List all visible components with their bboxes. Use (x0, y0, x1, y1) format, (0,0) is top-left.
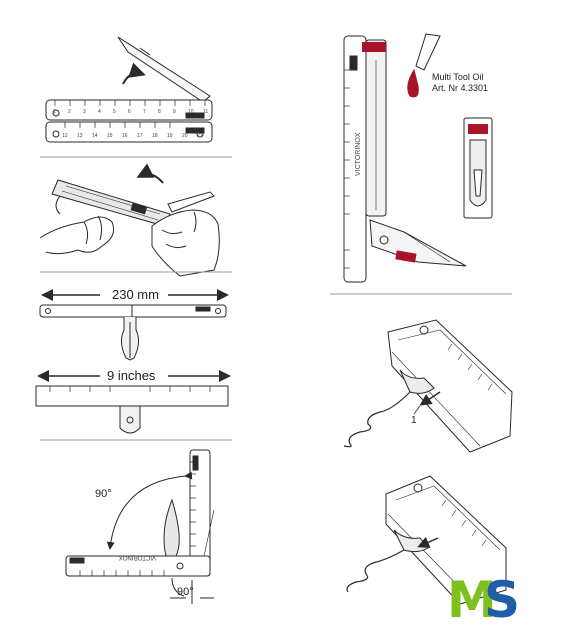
angle-label-upper: 90° (95, 488, 112, 500)
corkscrew-icon (343, 391, 411, 448)
ruler-number-bottom: 14 (92, 133, 98, 139)
pliers-jaws-icon (369, 219, 467, 267)
ruler-number-bottom: 21 (197, 133, 203, 139)
ruler-number-bottom: 12 (62, 133, 68, 139)
ruler-number-top: 7 (143, 109, 146, 115)
oil-drop-icon (407, 68, 419, 98)
ruler-number-top: 11 (203, 109, 208, 115)
ruler-number-top: 8 (158, 109, 161, 115)
panel-oiling (343, 33, 493, 283)
angle-label-lower: 90° (177, 586, 194, 598)
ruler-handle-bottom (45, 121, 213, 143)
oil-name-label: Multi Tool Oil (432, 72, 484, 82)
panel-right-angle (65, 449, 215, 604)
right-hand (151, 209, 220, 277)
panel-length-mm (39, 289, 229, 361)
oil-tube-icon (415, 33, 441, 71)
panel-length-inches (35, 370, 231, 434)
brand-on-square: VICTORINOX (119, 554, 156, 560)
ruler-number-bottom: 16 (122, 133, 128, 139)
angle-arc-upper (106, 471, 193, 550)
ruler-number-top: 6 (128, 109, 131, 115)
push-arrow-icon (419, 391, 441, 406)
ruler-number-top: 9 (173, 109, 176, 115)
brand-on-handle: VICTORINOX (355, 132, 362, 176)
unfolded-tool-inches (35, 385, 229, 407)
ruler-number-top: 4 (98, 109, 101, 115)
ruler-number-bottom: 20 (182, 133, 188, 139)
tool-body-open (387, 319, 513, 453)
ruler-number-bottom: 18 (152, 133, 158, 139)
ruler-number-top: 3 (83, 109, 86, 115)
panel-corkscrew-fold (346, 475, 507, 605)
knife-blade (117, 36, 211, 103)
ruler-number-bottom: 19 (167, 133, 173, 139)
ruler-ticks-top (54, 100, 206, 106)
ruler-number-bottom: 15 (107, 133, 113, 139)
ruler-ticks-bottom (64, 122, 171, 128)
panel-corkscrew-open (343, 319, 513, 453)
callout-number: 1 (411, 415, 417, 426)
ruler-number-top: 1 (53, 109, 56, 115)
ruler-number-bottom: 17 (137, 133, 143, 139)
ms-logo: M S (447, 573, 527, 627)
ruler-handle-top (45, 99, 213, 121)
ruler-number-top: 5 (113, 109, 116, 115)
logo-letter-m: M (447, 571, 497, 629)
rotate-arrow-icon (136, 163, 164, 184)
oil-article-label: Art. Nr 4.3301 (432, 83, 489, 93)
horizontal-ruler-arm (65, 555, 211, 577)
push-arrow-icon (417, 536, 439, 548)
panel-fold-tool (39, 163, 220, 277)
ruler-number-top: 2 (68, 109, 71, 115)
logo-letter-s: S (484, 571, 521, 629)
corkscrew-icon (346, 549, 405, 593)
rotate-arrow-icon (122, 62, 146, 85)
ruler-number-bottom: 13 (77, 133, 83, 139)
angle-arc-lower (171, 577, 185, 597)
length-inches-label: 9 inches (107, 368, 156, 383)
tool-body-fold (385, 475, 507, 605)
ruler-number-top: 10 (188, 109, 194, 115)
left-hand (39, 216, 115, 255)
panel-open-knife (45, 36, 213, 143)
length-mm-label: 230 mm (112, 287, 159, 302)
